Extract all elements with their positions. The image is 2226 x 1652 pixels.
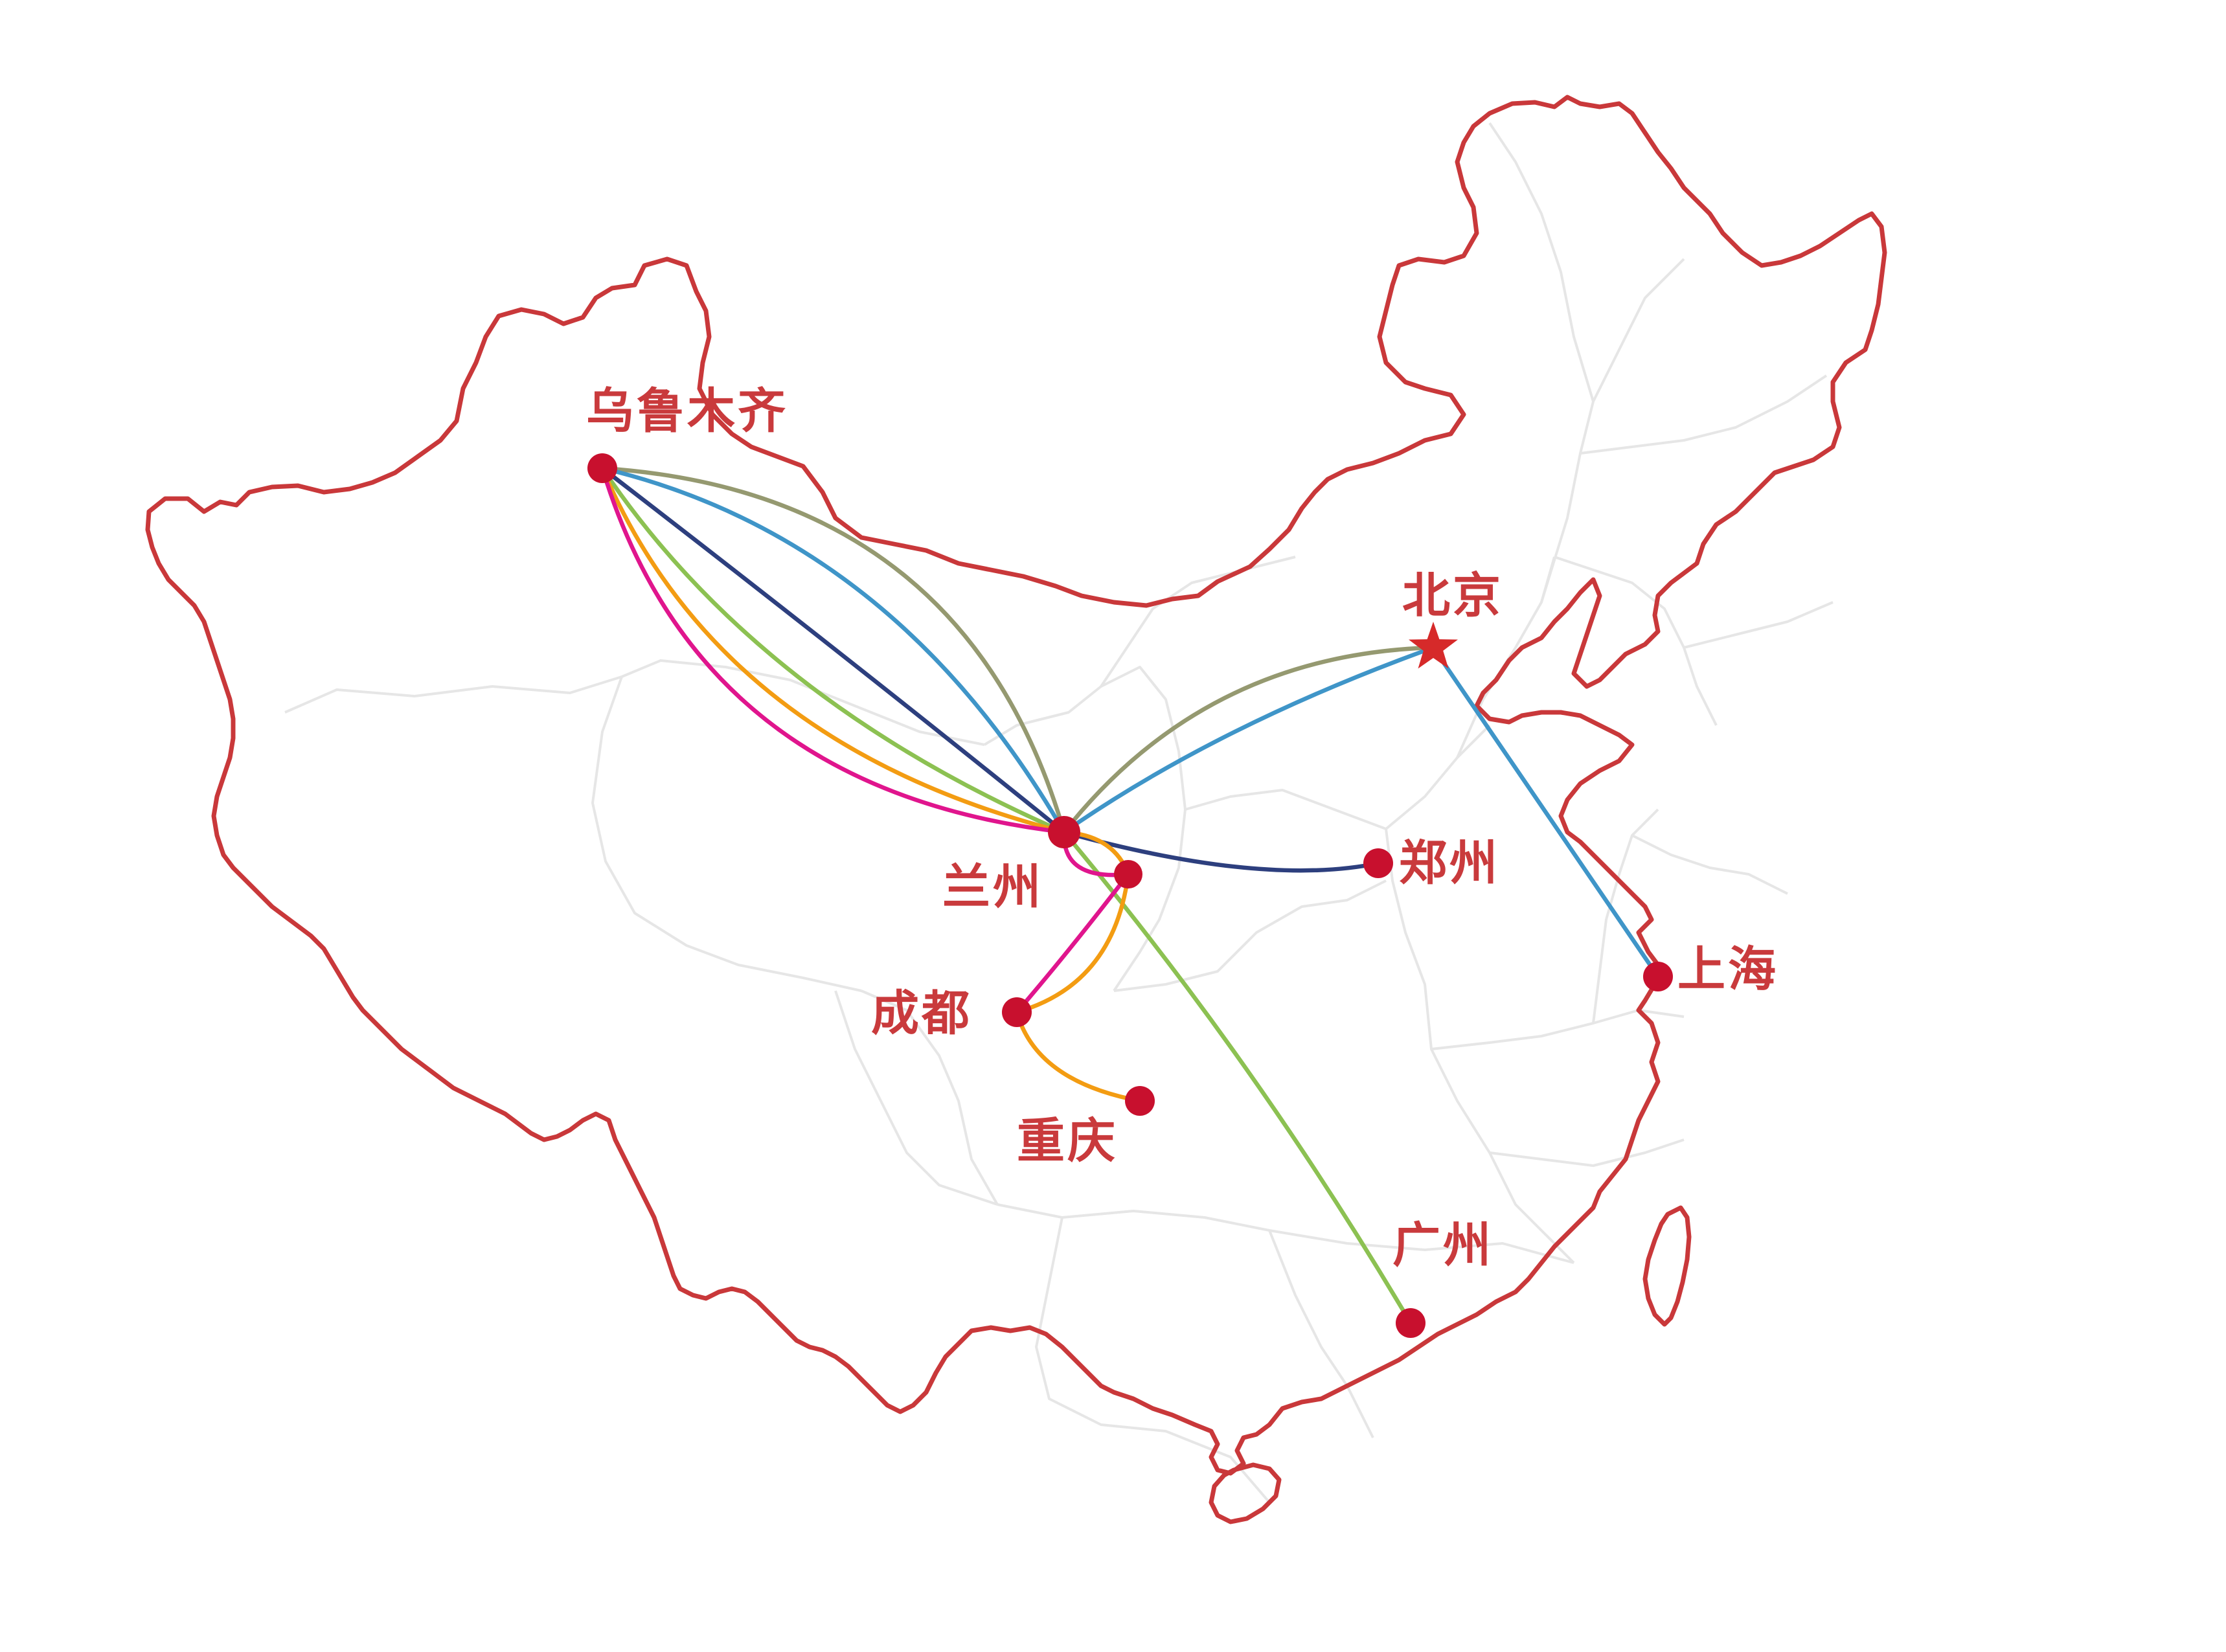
city-dot[interactable] xyxy=(1363,848,1393,878)
city-label: 上海 xyxy=(1677,942,1778,997)
route-urumqi-lanzhou xyxy=(600,466,1067,835)
hainan-border xyxy=(1209,1462,1282,1524)
country-border xyxy=(145,95,1887,1524)
city-label: 乌鲁木齐 xyxy=(586,383,788,439)
route-lines xyxy=(600,466,1661,1326)
city-dot[interactable] xyxy=(587,453,617,483)
route-lanzhou-beijing xyxy=(1062,645,1436,835)
route-chengdu-chongqing xyxy=(1014,1010,1142,1103)
city-zhengzhou[interactable]: 郑州 xyxy=(1363,835,1500,891)
city-dot[interactable] xyxy=(1643,962,1673,991)
city-chengdu[interactable]: 成都 xyxy=(871,986,1032,1041)
route-beijing-shanghai xyxy=(1431,645,1661,979)
city-dot[interactable] xyxy=(1125,1086,1155,1116)
route-tianshui-chengdu xyxy=(1014,872,1131,1015)
junction-dot xyxy=(1114,860,1142,888)
city-label: 北京 xyxy=(1402,568,1503,624)
city-lanzhou[interactable]: 兰州 xyxy=(942,816,1080,915)
route-lanzhou-guangzhou xyxy=(1062,830,1413,1326)
city-label: 兰州 xyxy=(942,859,1043,915)
route-lanzhou-beijing xyxy=(1062,645,1436,835)
route-urumqi-lanzhou xyxy=(600,466,1067,835)
city-beijing[interactable]: 北京 xyxy=(1402,568,1503,669)
route-urumqi-lanzhou xyxy=(600,466,1067,835)
taiwan-border xyxy=(1642,1205,1692,1327)
city-guangzhou[interactable]: 广州 xyxy=(1392,1217,1493,1338)
city-dot[interactable] xyxy=(1002,997,1032,1027)
city-dot[interactable] xyxy=(1396,1308,1425,1338)
route-urumqi-lanzhou xyxy=(600,466,1067,835)
city-urumqi[interactable]: 乌鲁木齐 xyxy=(586,383,788,483)
city-label: 重庆 xyxy=(1017,1113,1118,1169)
city-dot[interactable] xyxy=(1048,816,1080,848)
route-urumqi-lanzhou xyxy=(600,466,1067,835)
city-label: 成都 xyxy=(871,986,972,1041)
city-shanghai[interactable]: 上海 xyxy=(1643,942,1778,997)
city-label: 广州 xyxy=(1392,1217,1493,1273)
star-icon[interactable] xyxy=(1409,622,1458,669)
mainland-border xyxy=(145,95,1887,1476)
province-boundaries xyxy=(284,122,1834,1504)
route-lanzhou-zhengzhou xyxy=(1062,830,1381,873)
route-tianshui-chengdu xyxy=(1014,872,1131,1015)
city-chongqing[interactable]: 重庆 xyxy=(1017,1086,1155,1169)
city-label: 郑州 xyxy=(1399,835,1500,891)
route-urumqi-lanzhou xyxy=(600,466,1067,835)
